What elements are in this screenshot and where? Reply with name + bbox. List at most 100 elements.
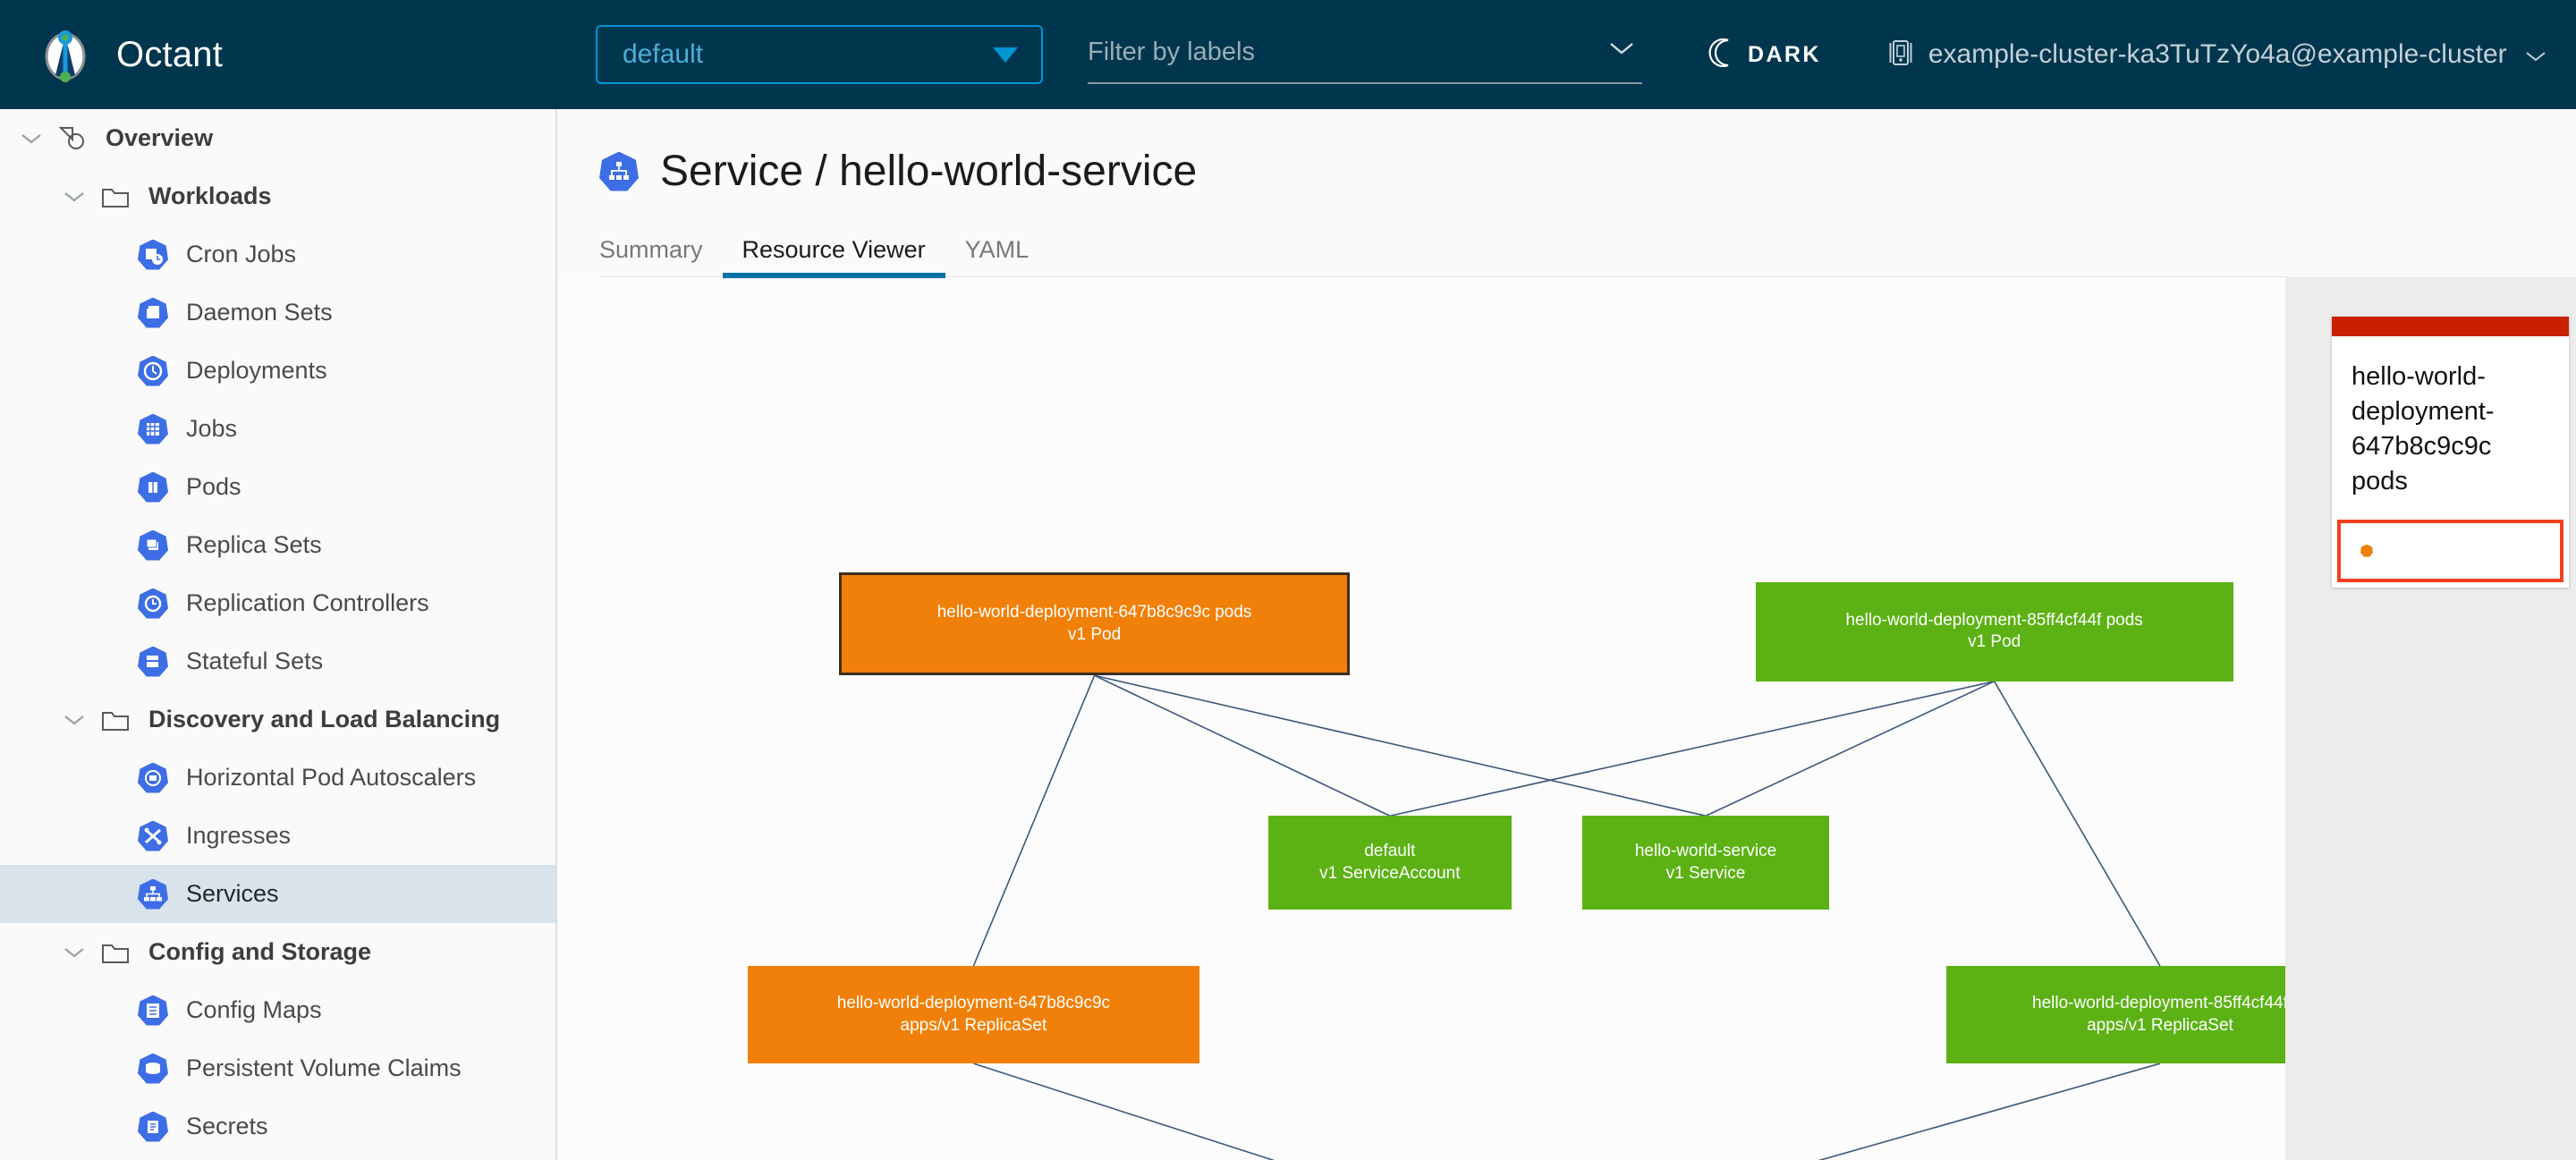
graph-node-kind: apps/v1 ReplicaSet <box>901 1015 1047 1037</box>
cron-job-icon <box>136 238 170 272</box>
sidebar-item-label: Stateful Sets <box>186 648 323 675</box>
graph-node-svc-hw[interactable]: hello-world-servicev1 Service <box>1582 816 1830 910</box>
page-title: Service / hello-world-service <box>559 109 2576 196</box>
sidebar-item-label: Discovery and Load Balancing <box>148 706 500 733</box>
resource-graph[interactable]: hello-world-deployment-647b8c9c9c podsv1… <box>559 277 2285 1160</box>
secret-icon <box>136 1110 170 1144</box>
graph-node-name: default <box>1364 841 1415 862</box>
sidebar-item-ingresses[interactable]: Ingresses <box>0 807 555 865</box>
tab-summary[interactable]: Summary <box>599 236 723 278</box>
tab-yaml[interactable]: YAML <box>945 236 1049 278</box>
sidebar-item-replication-controllers[interactable]: Replication Controllers <box>0 574 555 632</box>
sidebar-item-pods[interactable]: Pods <box>0 458 555 516</box>
cluster-label: example-cluster-ka3TuTzYo4a@example-clus… <box>1928 39 2507 70</box>
detail-panel: hello-world-deployment-647b8c9c9c pods <box>2285 277 2576 1160</box>
status-badge[interactable] <box>2337 520 2563 582</box>
sidebar-item-daemon-sets[interactable]: Daemon Sets <box>0 284 555 342</box>
graph-edge <box>1095 675 1706 816</box>
sidebar-item-persistent-volume-claims[interactable]: Persistent Volume Claims <box>0 1039 555 1097</box>
sidebar-item-horizontal-pod-autoscalers[interactable]: Horizontal Pod Autoscalers <box>0 749 555 807</box>
service-icon <box>599 152 639 191</box>
sidebar-item-label: Replication Controllers <box>186 589 429 617</box>
graph-node-sa-default[interactable]: defaultv1 ServiceAccount <box>1268 816 1513 910</box>
sidebar-item-deployments[interactable]: Deployments <box>0 342 555 400</box>
app-header: Octant default Filter by labels DARK <box>0 0 2576 109</box>
graph-node-pod-85f[interactable]: hello-world-deployment-85ff4cf44f podsv1… <box>1756 582 2233 682</box>
dark-mode-toggle[interactable]: DARK <box>1708 38 1821 72</box>
graph-edge <box>1995 682 2160 966</box>
label-filter-placeholder: Filter by labels <box>1088 38 1255 71</box>
chevron-down-icon[interactable] <box>59 937 89 968</box>
job-icon <box>136 412 170 446</box>
graph-node-pod-647[interactable]: hello-world-deployment-647b8c9c9c podsv1… <box>839 572 1350 676</box>
sidebar-item-label: Workloads <box>148 182 272 210</box>
label-filter-input[interactable]: Filter by labels <box>1088 25 1642 84</box>
sidebar-item-label: Ingresses <box>186 822 291 850</box>
service-icon <box>136 877 170 911</box>
pvc-icon <box>136 1052 170 1086</box>
octant-logo-icon <box>38 27 93 82</box>
sidebar-item-label: Cron Jobs <box>186 241 296 268</box>
ingress-icon <box>136 819 170 853</box>
graph-node-name: hello-world-deployment-85ff4cf44f pods <box>1845 610 2142 631</box>
sidebar-item-discovery-and-load-balancing[interactable]: Discovery and Load Balancing <box>0 690 555 749</box>
sidebar-item-label: Config and Storage <box>148 938 371 966</box>
graph-node-kind: v1 Pod <box>1968 631 2021 653</box>
tab-resource-viewer[interactable]: Resource Viewer <box>723 236 945 278</box>
folder-icon <box>98 936 132 969</box>
sidebar-item-label: Config Maps <box>186 996 322 1024</box>
cluster-icon <box>1889 39 1912 71</box>
chevron-down-icon[interactable] <box>16 123 47 154</box>
sidebar-item-secrets[interactable]: Secrets <box>0 1097 555 1156</box>
graph-node-rs-647[interactable]: hello-world-deployment-647b8c9c9capps/v1… <box>748 966 1200 1063</box>
chevron-down-icon[interactable] <box>59 705 89 735</box>
graph-node-rs-85f[interactable]: hello-world-deployment-85ff4cf44fapps/v1… <box>1946 966 2285 1063</box>
sidebar-item-workloads[interactable]: Workloads <box>0 167 555 225</box>
chevron-down-icon[interactable] <box>59 182 89 212</box>
sidebar-item-stateful-sets[interactable]: Stateful Sets <box>0 632 555 690</box>
sidebar-item-label: Overview <box>106 124 213 152</box>
chevron-down-icon <box>2525 41 2546 69</box>
main-content: Service / hello-world-service SummaryRes… <box>559 109 2576 1160</box>
pod-icon <box>136 470 170 504</box>
graph-node-kind: v1 ServiceAccount <box>1319 863 1460 885</box>
overview-icon <box>55 122 89 156</box>
sidebar-item-overview[interactable]: Overview <box>0 109 555 167</box>
sidebar-item-label: Jobs <box>186 415 237 443</box>
sidebar-item-jobs[interactable]: Jobs <box>0 400 555 458</box>
graph-node-kind: apps/v1 ReplicaSet <box>2087 1015 2233 1037</box>
graph-node-kind: v1 Pod <box>1068 624 1121 646</box>
namespace-select[interactable]: default <box>596 25 1043 84</box>
folder-icon <box>98 703 132 737</box>
detail-title: hello-world-deployment-647b8c9c9c pods <box>2332 336 2569 520</box>
sidebar-item-label: Replica Sets <box>186 531 322 559</box>
sidebar-item-label: Persistent Volume Claims <box>186 1054 462 1082</box>
graph-edge <box>973 1063 1529 1160</box>
sidebar-item-config-maps[interactable]: Config Maps <box>0 981 555 1039</box>
graph-node-kind: v1 Service <box>1666 863 1746 885</box>
sidebar-item-services[interactable]: Services <box>0 865 555 923</box>
sidebar-item-cron-jobs[interactable]: Cron Jobs <box>0 225 555 284</box>
graph-node-name: hello-world-deployment-647b8c9c9c pods <box>937 602 1252 623</box>
detail-accent-bar <box>2332 317 2569 336</box>
page-title-text: Service / hello-world-service <box>660 147 1197 196</box>
sidebar-item-config-and-storage[interactable]: Config and Storage <box>0 923 555 981</box>
sidebar-item-replica-sets[interactable]: Replica Sets <box>0 516 555 574</box>
folder-icon <box>98 180 132 214</box>
graph-edge <box>1706 682 1995 816</box>
replication-controller-icon <box>136 587 170 621</box>
stateful-set-icon <box>136 645 170 679</box>
caret-down-icon <box>993 47 1018 63</box>
cluster-selector[interactable]: example-cluster-ka3TuTzYo4a@example-clus… <box>1889 39 2546 71</box>
graph-edge <box>1390 682 1995 816</box>
sidebar-item-label: Horizontal Pod Autoscalers <box>186 764 476 792</box>
detail-card[interactable]: hello-world-deployment-647b8c9c9c pods <box>2332 317 2569 588</box>
sidebar-item-label: Services <box>186 880 279 908</box>
replica-set-icon <box>136 529 170 563</box>
sidebar-item-label: Pods <box>186 473 242 501</box>
config-map-icon <box>136 994 170 1028</box>
moon-icon <box>1708 38 1735 72</box>
brand[interactable]: Octant <box>0 27 519 82</box>
namespace-value: default <box>623 39 703 70</box>
graph-edge <box>1530 1063 2160 1160</box>
